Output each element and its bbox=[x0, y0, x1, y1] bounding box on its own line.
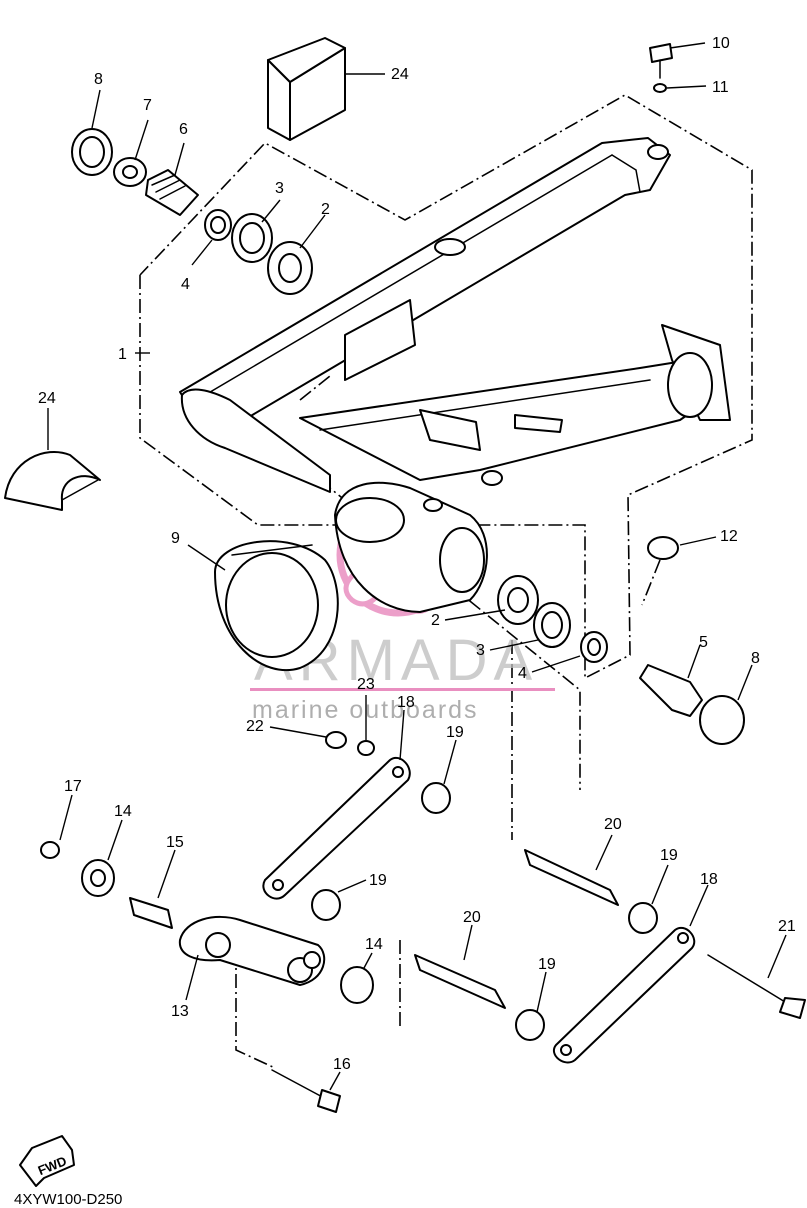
part-6-pivot-shaft bbox=[145, 169, 199, 216]
part-1-swingarm bbox=[179, 137, 731, 613]
part-18-connecting-rod-upper bbox=[262, 757, 411, 900]
part-5-pivot-bolt bbox=[639, 664, 703, 717]
callout-4-lower: 4 bbox=[518, 665, 527, 682]
callout-13: 13 bbox=[171, 1003, 189, 1020]
callout-3-lower: 3 bbox=[476, 642, 485, 659]
callout-20-lower: 20 bbox=[463, 909, 481, 926]
upper-adjuster-stack bbox=[71, 128, 199, 216]
part-2-bearing-lower bbox=[497, 575, 539, 625]
watermark-tagline: marine outboards bbox=[252, 696, 479, 724]
callout-14-left: 14 bbox=[114, 803, 132, 820]
part-4-collar-upper bbox=[204, 209, 232, 241]
callout-19-a: 19 bbox=[446, 724, 464, 741]
part-11-washer bbox=[653, 83, 667, 93]
callout-4-upper: 4 bbox=[181, 276, 190, 293]
callout-19-b: 19 bbox=[369, 872, 387, 889]
callout-7: 7 bbox=[143, 97, 152, 114]
leader-lines bbox=[47, 42, 787, 1091]
part-8-cap-upper bbox=[71, 128, 113, 176]
callout-10: 10 bbox=[712, 35, 730, 52]
part-24-lower-guard bbox=[4, 451, 101, 511]
part-4-collar-lower bbox=[580, 631, 608, 663]
callout-18-lower: 18 bbox=[700, 871, 718, 888]
part-3-seal-upper bbox=[231, 213, 273, 263]
assembly-boundary bbox=[139, 94, 753, 1069]
callout-12: 12 bbox=[720, 528, 738, 545]
callout-8-upper: 8 bbox=[94, 71, 103, 88]
callout-2-lower: 2 bbox=[431, 612, 440, 629]
callout-24-upper: 24 bbox=[391, 66, 409, 83]
part-24-upper-guard bbox=[267, 37, 346, 141]
part-19-bushing-1 bbox=[421, 782, 451, 814]
callout-18-upper: 18 bbox=[397, 694, 415, 711]
callout-15: 15 bbox=[166, 834, 184, 851]
drawing-code: 4XYW100-D250 bbox=[14, 1191, 122, 1208]
part-22-nut bbox=[325, 731, 347, 749]
part-12-plug bbox=[647, 536, 679, 560]
callout-22: 22 bbox=[246, 718, 264, 735]
callout-5: 5 bbox=[699, 634, 708, 651]
callout-1: 1 bbox=[118, 346, 127, 363]
part-10-bolt bbox=[649, 43, 673, 79]
callout-23: 23 bbox=[357, 676, 375, 693]
callout-2-upper: 2 bbox=[321, 201, 330, 218]
callout-24-lower: 24 bbox=[38, 390, 56, 407]
part-19-bushing-4 bbox=[515, 1009, 545, 1041]
part-9-ring bbox=[214, 540, 339, 672]
callout-3-upper: 3 bbox=[275, 180, 284, 197]
watermark-underline bbox=[250, 688, 555, 691]
part-20-collar-lower bbox=[414, 954, 506, 1009]
lower-bearing-stack bbox=[497, 575, 745, 745]
callout-19-d: 19 bbox=[538, 956, 556, 973]
callout-9: 9 bbox=[171, 530, 180, 547]
fwd-arrow-icon: FWD bbox=[19, 1135, 75, 1187]
part-17-nut bbox=[40, 841, 60, 859]
part-14-collar-right bbox=[340, 966, 374, 1004]
part-15-spacer bbox=[129, 897, 173, 929]
part-16-bolt bbox=[271, 1069, 341, 1113]
part-14-collar-left bbox=[81, 859, 115, 897]
callout-17: 17 bbox=[64, 778, 82, 795]
callout-11: 11 bbox=[712, 79, 729, 96]
callouts: 10 11 24 8 7 6 3 2 4 1 24 9 12 2 3 4 5 8… bbox=[38, 35, 796, 1073]
callout-6: 6 bbox=[179, 121, 188, 138]
callout-16: 16 bbox=[333, 1056, 351, 1073]
callout-14-right: 14 bbox=[365, 936, 383, 953]
callout-19-c: 19 bbox=[660, 847, 678, 864]
part-19-bushing-3 bbox=[628, 902, 658, 934]
part-19-bushing-2 bbox=[311, 889, 341, 921]
callout-21: 21 bbox=[778, 918, 796, 935]
part-13-relay-arm bbox=[178, 915, 326, 986]
part-2-bearing-upper bbox=[267, 241, 313, 295]
part-20-collar-upper bbox=[524, 849, 619, 906]
upper-bearing-stack bbox=[204, 209, 313, 295]
part-8-cap-lower bbox=[699, 695, 745, 745]
part-7-nut bbox=[113, 157, 147, 187]
part-18-connecting-rod-lower bbox=[553, 927, 696, 1064]
callout-20-upper: 20 bbox=[604, 816, 622, 833]
callout-8-lower: 8 bbox=[751, 650, 760, 667]
part-23-washer bbox=[357, 740, 375, 756]
part-21-bolt bbox=[707, 954, 806, 1019]
part-3-seal-lower bbox=[533, 602, 571, 648]
